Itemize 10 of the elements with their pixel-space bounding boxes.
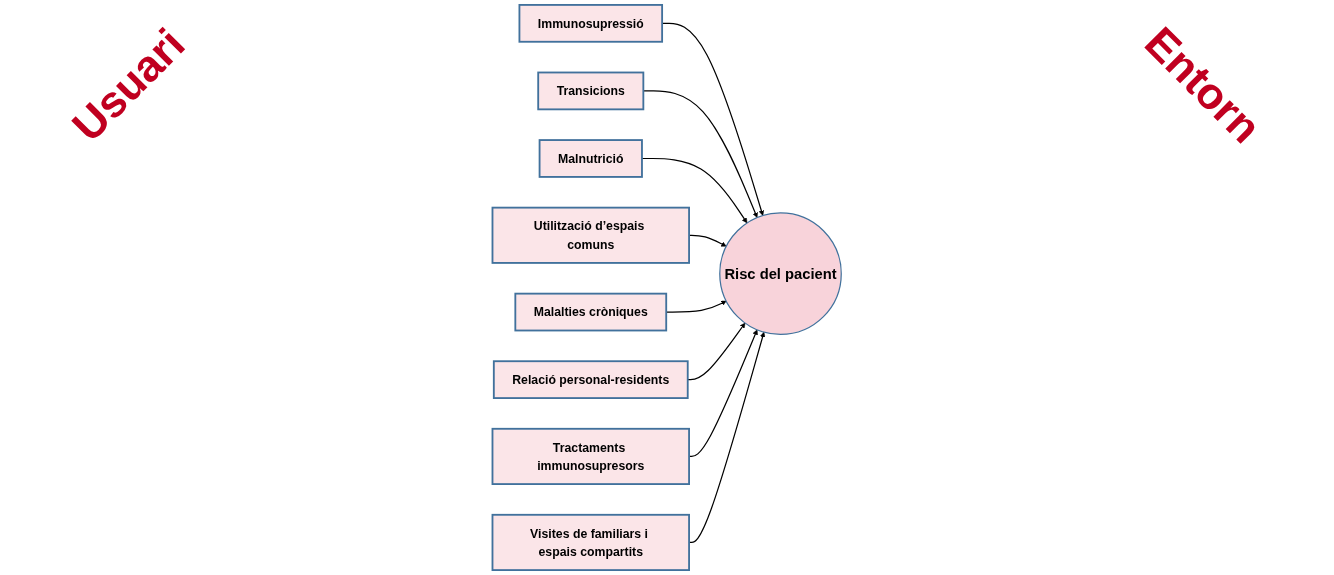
node-box: Tractaments immunosupresors <box>491 427 691 485</box>
node-box: Relació personal-residents <box>493 360 689 399</box>
node-box: Immunosupressió <box>518 4 664 43</box>
node-box: Visites de familiars i espais compartits <box>491 513 691 571</box>
node-box: Transicions <box>537 71 645 111</box>
node-box: Malnutrició <box>538 139 643 178</box>
node-box: Malalties cròniques <box>514 292 668 332</box>
node-circle: Risc del pacient <box>719 212 842 336</box>
arrow <box>687 322 746 381</box>
node-box: Utilització d’espais comuns <box>491 206 691 264</box>
